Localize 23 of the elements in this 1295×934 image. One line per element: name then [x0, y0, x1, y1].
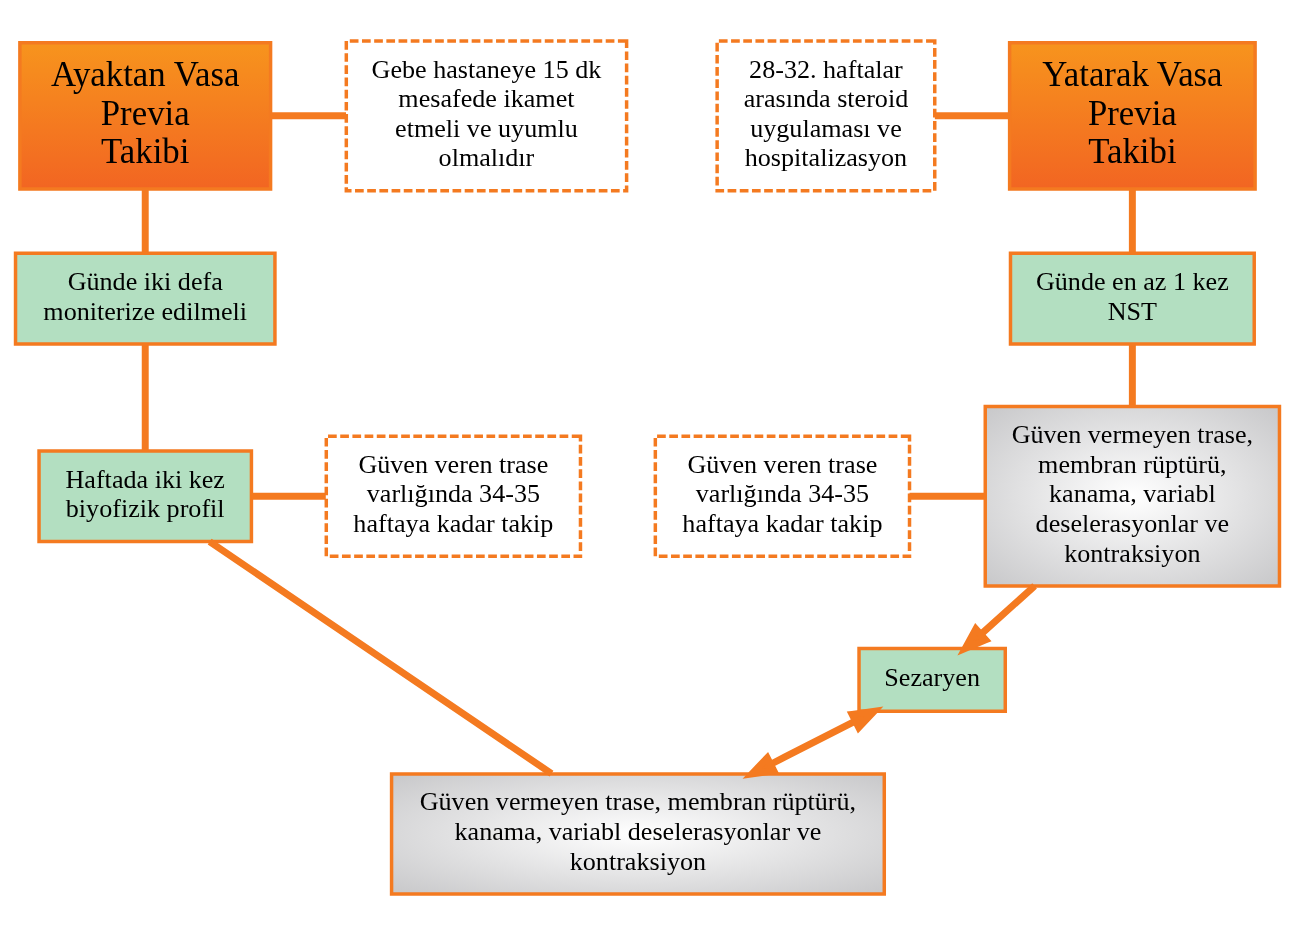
node-box: Günde en az 1 kez NST [1008, 251, 1256, 346]
connector [1128, 188, 1136, 253]
node-box: Güven vermeyen trase, membran rüptürü, kanama, variabl deselerasyonlar ve kontraksiyon [389, 771, 886, 896]
connector [207, 538, 554, 776]
arrow [957, 582, 1037, 655]
arrow [742, 706, 884, 779]
connector [1128, 343, 1136, 406]
node-box: Güven veren trase varlığında 34-35 haftaya kadar takip [324, 433, 583, 558]
connector [934, 111, 1009, 119]
connector [141, 343, 149, 450]
node-box: Güven vermeyen trase, membran rüptürü, kanama, variabl deselerasyonlar ve kontraksiyon [983, 404, 1282, 588]
connector [909, 492, 985, 500]
connector [251, 492, 326, 500]
node-box: 28-32. haftalar arasında steroid uygulaması ve hospitalizasyon [715, 38, 937, 192]
node-box: Günde iki defa moniterize edilmeli [13, 251, 277, 346]
node-box: Yatarak Vasa Previa Takibi [1007, 40, 1257, 191]
connector [271, 111, 347, 119]
connector [141, 188, 149, 253]
node-box: Sezaryen [857, 646, 1007, 713]
node-box: Haftada iki kez biyofizik profil [37, 448, 254, 543]
node-box: Gebe hastaneye 15 dk mesafede ikamet etmeli ve uyumlu olmalıdır [344, 38, 629, 192]
node-box: Güven veren trase varlığında 34-35 haftaya kadar takip [653, 433, 912, 558]
node-box: Ayaktan Vasa Previa Takibi [18, 40, 273, 191]
